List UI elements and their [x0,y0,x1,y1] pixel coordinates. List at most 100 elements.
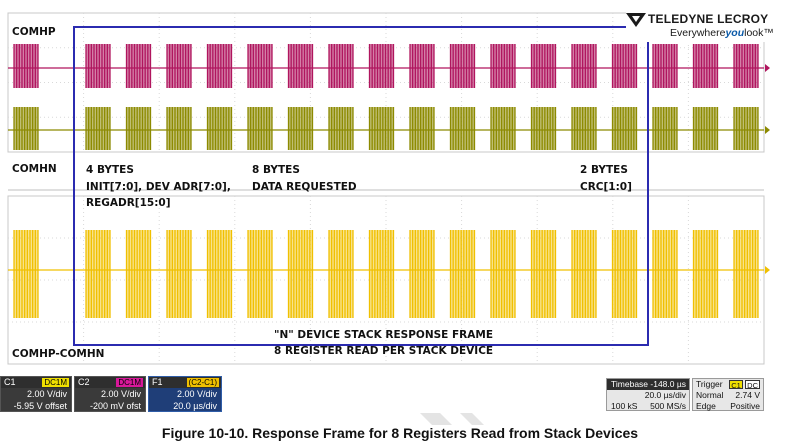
channel-c1-coupling: DC1M [42,378,69,387]
timebase-panel[interactable]: Timebase -148.0 µs 20.0 µs/div 100 kS 50… [606,378,690,411]
comhp-trace-burst [490,44,516,88]
comhp-trace-burst [125,44,152,88]
channel-c1-name: C1 [4,377,16,387]
comhn-trace-label: COMHN [12,163,57,175]
data-bytes-annotation: 8 BYTES [252,164,300,176]
comhp-trace-burst [328,44,354,88]
response-frame-annotation-line2: 8 REGISTER READ PER STACK DEVICE [274,345,494,357]
math-trace-burst [733,230,759,318]
channel-c1-panel[interactable]: C1 DC1M 2.00 V/div -5.95 V offset [0,376,72,412]
comhp-trace-burst [652,44,678,88]
trigger-type: Edge [696,401,716,411]
comhp-trace-label: COMHP [12,26,56,38]
timebase-per-div: 20.0 µs/div [644,390,686,400]
comhp-trace-burst [287,44,314,88]
math-trace-burst [85,230,111,318]
trigger-mode: Normal [696,390,724,400]
function-f1-definition: (C2-C1) [186,378,219,387]
teledyne-lecroy-logo: TELEDYNE LECROY Everywhereyoulook™ [626,10,798,42]
comhn-trace-burst [85,107,111,150]
lecroy-logo-icon [626,13,646,27]
math-trace-burst [692,230,719,318]
math-trace-burst [409,230,435,318]
channel-c2-coupling: DC1M [116,378,143,387]
trigger-panel[interactable]: Trigger C1 DC Normal 2.74 V Edge Positiv… [692,378,764,411]
comhp-trace-burst [611,44,638,88]
function-f1-name: F1 [152,377,163,387]
comhp-trace-burst [368,44,395,88]
channel-c1-offset: -5.95 V offset [13,401,67,411]
comhp-trace-level-marker [765,64,770,72]
comhn-trace-burst [247,107,273,150]
trigger-source-chip: C1 [729,380,743,390]
math-trace-burst [13,230,39,318]
company-name: TELEDYNE LECROY [648,12,769,26]
comhp-trace-burst [85,44,111,88]
crc-fields-annotation: CRC[1:0] [580,181,632,193]
comhn-trace-burst [287,107,314,150]
math-trace-burst [611,230,638,318]
math-trace-burst [571,230,597,318]
function-f1-timebase: 20.0 µs/div [173,401,217,411]
trigger-header: Trigger [696,379,723,389]
timebase-samples: 100 kS [611,401,638,411]
channel-c2-name: C2 [78,377,90,387]
comhp-trace-burst [13,44,39,88]
comhn-trace-level-marker [765,126,770,134]
math-trace-burst [206,230,233,318]
comhn-trace-burst [409,107,435,150]
trigger-slope: Positive [730,401,760,411]
figure-caption: Figure 10-10. Response Frame for 8 Regis… [161,425,639,441]
comhn-trace-burst [166,107,192,150]
comhn-trace-burst [530,107,557,150]
init-bytes-annotation: 4 BYTES [86,164,134,176]
comhn-trace-burst [652,107,678,150]
math-trace-label: COMHP-COMHN [12,348,105,360]
function-f1-panel[interactable]: F1 (C2-C1) 2.00 V/div 20.0 µs/div [148,376,222,412]
math-trace-burst [125,230,152,318]
timebase-sample-rate: 500 MS/s [650,401,686,411]
init-fields-annotation-line2: REGADR[15:0] [86,197,171,209]
watermark-shape [460,413,484,425]
comhn-trace-burst [125,107,152,150]
trigger-level: 2.74 V [735,390,760,400]
math-trace-burst [368,230,395,318]
comhn-trace-burst [13,107,39,150]
comhn-trace-burst [490,107,516,150]
watermark-shape [420,413,452,425]
comhp-trace-burst [733,44,759,88]
math-trace-burst [490,230,516,318]
init-fields-annotation-line1: INIT[7:0], DEV ADR[7:0], [86,181,231,193]
comhn-trace-burst [206,107,233,150]
comhn-trace-burst [733,107,759,150]
math-trace-burst [247,230,273,318]
math-trace-burst [166,230,192,318]
response-frame-annotation-line1: "N" DEVICE STACK RESPONSE FRAME [274,329,493,341]
comhp-trace-burst [166,44,192,88]
comhn-trace-burst [571,107,597,150]
trigger-coupling-chip: DC [745,380,760,390]
comhp-trace-burst [571,44,597,88]
comhn-trace-burst [449,107,476,150]
comhp-trace-burst [247,44,273,88]
math-trace-burst [652,230,678,318]
comhp-trace-burst [409,44,435,88]
function-f1-scale: 2.00 V/div [176,389,217,399]
math-trace-burst [530,230,557,318]
comhp-trace-burst [530,44,557,88]
comhn-trace-burst [692,107,719,150]
comhn-trace-burst [368,107,395,150]
response-frame-box [73,26,649,346]
company-tagline: Everywhereyoulook™ [670,27,774,39]
channel-c2-scale: 2.00 V/div [100,389,141,399]
comhp-trace-burst [206,44,233,88]
comhp-trace-burst [692,44,719,88]
math-trace-burst [328,230,354,318]
math-trace-burst [287,230,314,318]
channel-c1-scale: 2.00 V/div [26,389,67,399]
data-requested-annotation: DATA REQUESTED [252,181,357,193]
timebase-header: Timebase -148.0 µs [607,379,689,390]
